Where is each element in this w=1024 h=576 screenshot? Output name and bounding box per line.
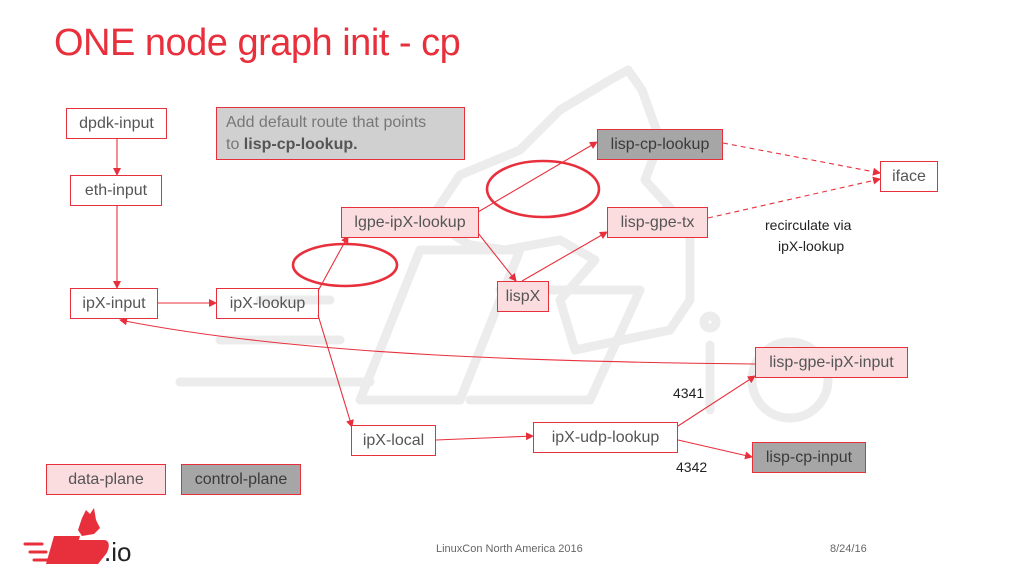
node-lisp-cp-input: lisp-cp-input <box>752 442 866 473</box>
highlight-ellipse-cp-path <box>485 159 601 219</box>
edge-lgpe-lispx <box>477 232 517 282</box>
watermark-dot <box>699 311 721 333</box>
edge-gpe-tx-iface <box>707 176 881 219</box>
node-dpdk-input: dpdk-input <box>66 108 167 139</box>
edge-udp-gpe-ipx-input <box>677 375 756 427</box>
recirculate-label-line-1: recirculate via <box>765 217 852 233</box>
footer-date: 8/24/16 <box>830 543 867 555</box>
node-lisp-cp-lookup: lisp-cp-lookup <box>597 129 723 160</box>
edge-cp-lookup-iface <box>722 142 881 176</box>
port-label-4342: 4342 <box>676 459 708 475</box>
highlight-ellipse-lookup <box>291 242 399 288</box>
port-label-4341: 4341 <box>673 385 705 401</box>
node-lisp-gpe-tx: lisp-gpe-tx <box>607 207 708 238</box>
edge-gpe-ipx-input-ipx-input <box>119 317 756 365</box>
watermark-fd-logo <box>355 245 525 405</box>
node-eth-input: eth-input <box>70 175 162 206</box>
node-lispx: lispX <box>497 281 549 312</box>
recirculate-label-line-2: ipX-lookup <box>778 238 845 254</box>
note-line-2-bold: lisp-cp-lookup. <box>243 136 358 153</box>
node-ipx-input: ipX-input <box>70 288 158 319</box>
fd-io-logo-text: .io <box>104 537 132 567</box>
page-title: ONE node graph init - cp <box>54 22 461 64</box>
note-line-1: Add default route that points <box>226 114 427 131</box>
node-ipx-local: ipX-local <box>351 425 436 456</box>
edge-udp-cp-input <box>677 439 753 460</box>
node-iface: iface <box>880 161 938 192</box>
legend-data-plane: data-plane <box>46 464 166 495</box>
legend-control-plane: control-plane <box>181 464 301 495</box>
node-ipx-udp-lookup: ipX-udp-lookup <box>533 422 678 453</box>
note-line-2-prefix: to <box>226 136 244 153</box>
node-lisp-gpe-ipx-input: lisp-gpe-ipX-input <box>755 347 908 378</box>
edge-ipx-lookup-ipx-local <box>317 314 354 428</box>
footer-event: LinuxCon North America 2016 <box>436 543 583 555</box>
watermark-fd-logo-inner <box>465 285 645 405</box>
edge-lispx-gpe-tx <box>521 231 608 282</box>
default-route-note: Add default route that points to lisp-cp… <box>216 107 465 160</box>
node-ipx-lookup: ipX-lookup <box>216 288 319 319</box>
note-line-2: to lisp-cp-lookup. <box>226 134 455 156</box>
edge-lgpe-cp-lookup <box>477 141 598 213</box>
edge-ipx-local-udp <box>435 432 534 441</box>
node-lgpe-ipx-lookup: lgpe-ipX-lookup <box>341 207 479 238</box>
fd-io-logo-icon <box>23 508 109 564</box>
